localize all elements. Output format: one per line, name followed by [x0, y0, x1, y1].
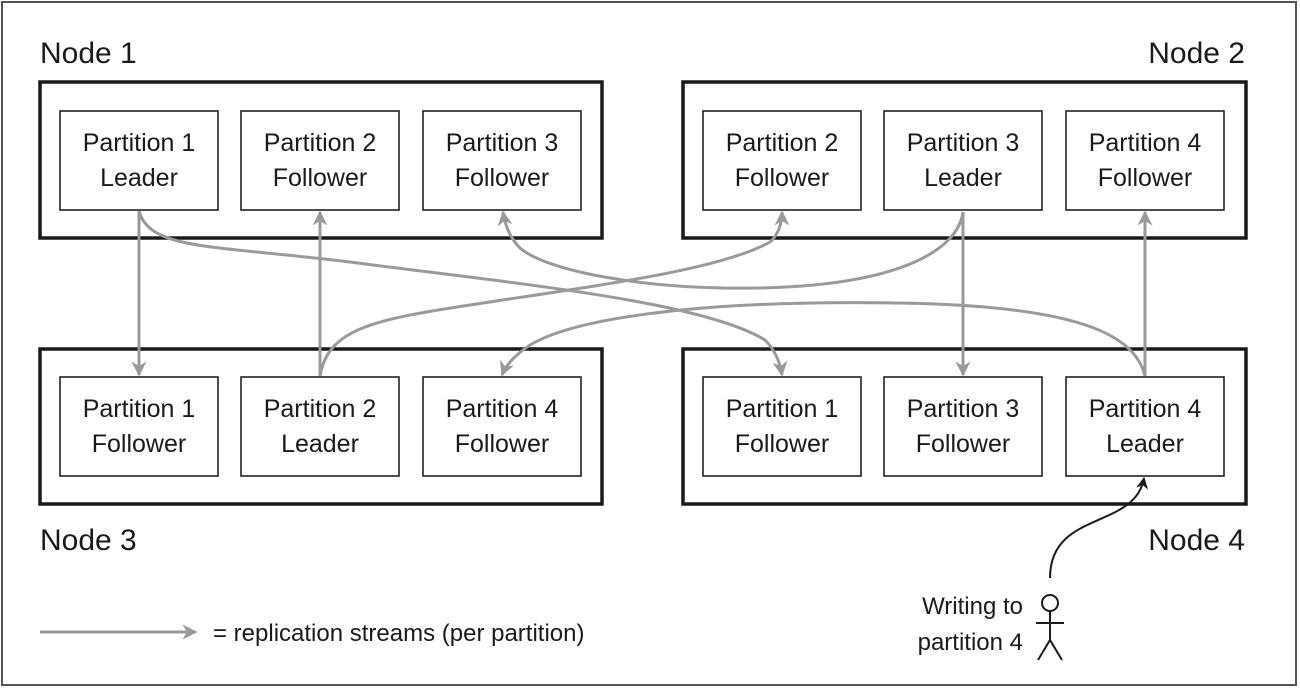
partition-box: [240, 110, 400, 211]
partition-box: [422, 110, 582, 211]
stream-p3-node2-to-node1: [497, 210, 965, 290]
partition-name: Partition 1: [83, 129, 196, 157]
partition-role: Follower: [1098, 164, 1192, 192]
partition-role: Follower: [916, 430, 1010, 458]
stream-p2-node3-to-node2: [318, 210, 790, 377]
node-3-partition-4: Partition 4 Follower: [422, 376, 582, 477]
actor-label-line-1: Writing to: [922, 593, 1023, 620]
partition-role: Follower: [92, 430, 186, 458]
partition-box: [59, 376, 219, 477]
node-1-label: Node 1: [40, 37, 137, 70]
stream-p1-node1-to-node4: [137, 210, 788, 377]
actor-label-line-2: partition 4: [918, 629, 1023, 656]
replication-streams: [131, 210, 1153, 377]
partition-role: Follower: [735, 164, 829, 192]
node-1-partition-3: Partition 3 Follower: [422, 110, 582, 211]
node-4-label: Node 4: [1148, 524, 1245, 557]
partition-box: [240, 376, 400, 477]
node-2-partition-3: Partition 3 Leader: [883, 110, 1043, 211]
partition-box: [1065, 376, 1225, 477]
stream-p4-node4-to-node3: [500, 301, 1147, 377]
node-4-partition-4: Partition 4 Leader: [1065, 376, 1225, 477]
partition-name: Partition 3: [446, 129, 559, 157]
partition-name: Partition 1: [83, 395, 196, 423]
partition-name: Partition 4: [1089, 395, 1202, 423]
node-3-label: Node 3: [40, 524, 137, 557]
partition-name: Partition 2: [264, 129, 377, 157]
partition-name: Partition 4: [1089, 129, 1202, 157]
node-2-partition-2: Partition 2 Follower: [702, 110, 862, 211]
partition-role: Leader: [1106, 430, 1184, 458]
partition-box: [1065, 110, 1225, 211]
partition-role: Follower: [735, 430, 829, 458]
partition-name: Partition 2: [726, 129, 839, 157]
node-3-partition-1: Partition 1 Follower: [59, 376, 219, 477]
partition-box: [883, 376, 1043, 477]
write-arrow: [1049, 476, 1149, 579]
partition-box: [702, 110, 862, 211]
partition-role: Leader: [281, 430, 359, 458]
partition-name: Partition 2: [264, 395, 377, 423]
partition-role: Follower: [455, 164, 549, 192]
partition-role: Follower: [273, 164, 367, 192]
partition-box: [883, 110, 1043, 211]
writer-actor: Writing to partition 4: [918, 476, 1149, 661]
node-2-label: Node 2: [1148, 37, 1245, 70]
legend: = replication streams (per partition): [40, 620, 584, 647]
partition-box: [702, 376, 862, 477]
partition-box: [422, 376, 582, 477]
partition-name: Partition 1: [726, 395, 839, 423]
partition-role: Leader: [924, 164, 1002, 192]
partition-role: Leader: [100, 164, 178, 192]
legend-text: = replication streams (per partition): [213, 620, 584, 647]
node-3-partition-2: Partition 2 Leader: [240, 376, 400, 477]
node-1-partition-1: Partition 1 Leader: [59, 110, 219, 211]
partition-name: Partition 3: [907, 395, 1020, 423]
partition-name: Partition 3: [907, 129, 1020, 157]
node-2-partition-4: Partition 4 Follower: [1065, 110, 1225, 211]
node-4-partition-3: Partition 3 Follower: [883, 376, 1043, 477]
partition-name: Partition 4: [446, 395, 559, 423]
partition-box: [59, 110, 219, 211]
person-icon: [1036, 594, 1064, 661]
node-4-partition-1: Partition 1 Follower: [702, 376, 862, 477]
partition-role: Follower: [455, 430, 549, 458]
node-1-partition-2: Partition 2 Follower: [240, 110, 400, 211]
